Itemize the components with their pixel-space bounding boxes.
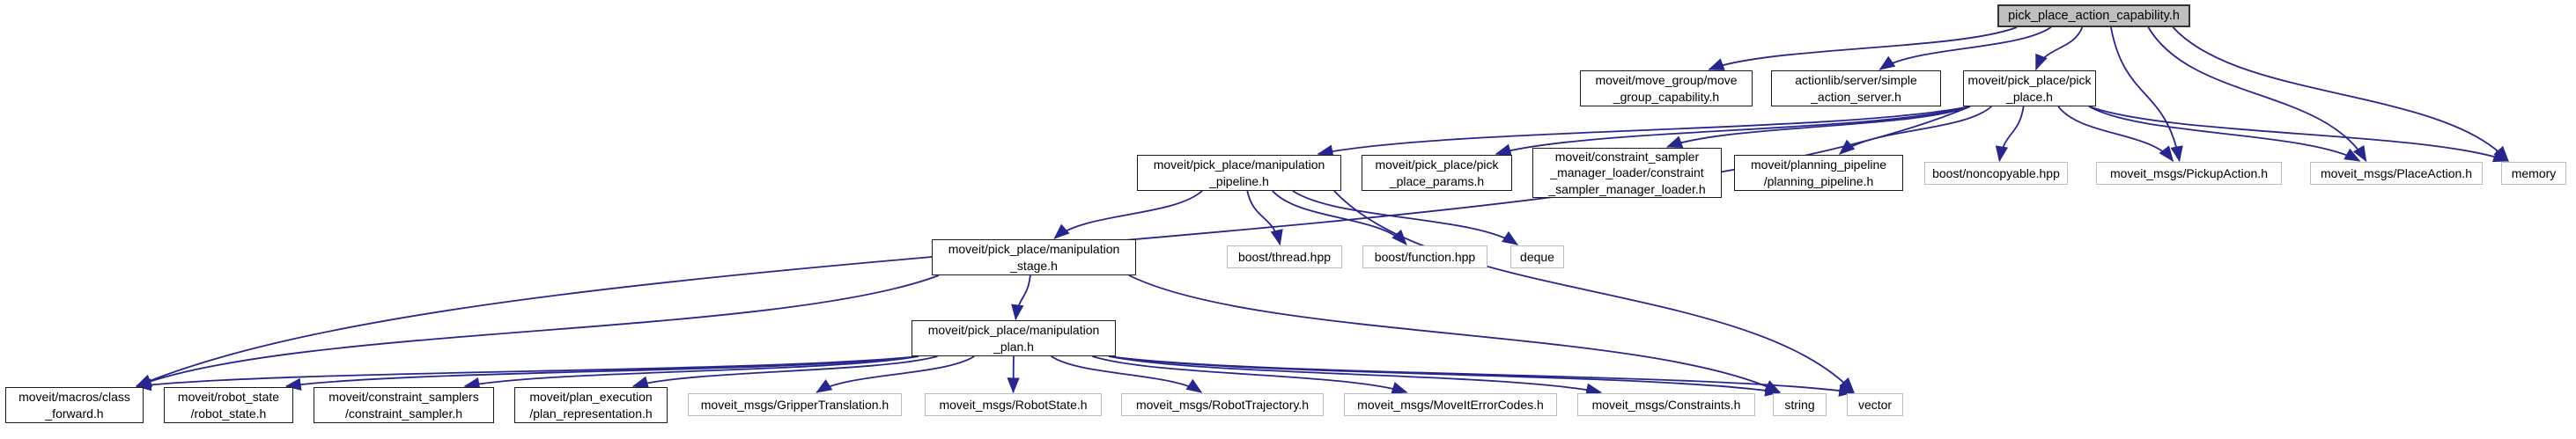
node-constraints: moveit_msgs/Constraints.h	[1577, 393, 1755, 416]
node-vector: vector	[1847, 393, 1903, 416]
edge-manipulation_stage-class_forward	[135, 274, 940, 387]
edge-manipulation_pipeline-vector	[1333, 190, 1855, 393]
edge-pick_place_action_capability-pick_place	[2034, 26, 2084, 71]
edge-manipulation_pipeline-deque	[1292, 190, 1519, 245]
node-boost_function: boost/function.hpp	[1362, 245, 1487, 268]
edge-manipulation_plan-string	[1108, 355, 1782, 397]
node-manipulation_pipeline[interactable]: moveit/pick_place/manipulation _pipeline…	[1137, 155, 1341, 191]
node-constraint_sampler[interactable]: moveit/constraint_samplers /constraint_s…	[314, 387, 494, 423]
node-planning_pipeline[interactable]: moveit/planning_pipeline /planning_pipel…	[1734, 155, 1903, 191]
node-manipulation_stage[interactable]: moveit/pick_place/manipulation _stage.h	[932, 239, 1136, 275]
edge-manipulation_plan-class_forward	[135, 355, 919, 391]
edge-manipulation_plan-moveit_error_codes	[1092, 355, 1408, 394]
edge-pick_place_action_capability-simple_action_server	[1878, 26, 2052, 70]
node-boost_thread: boost/thread.hpp	[1227, 245, 1342, 268]
edge-pick_place-place_action	[2088, 106, 2361, 162]
edge-manipulation_plan-constraints	[1108, 355, 1603, 396]
node-pick_place_action_capability: pick_place_action_capability.h	[1997, 4, 2190, 27]
node-place_action: moveit_msgs/PlaceAction.h	[2310, 162, 2483, 185]
edge-pick_place_action_capability-pickup_action	[2110, 26, 2183, 163]
node-manipulation_plan[interactable]: moveit/pick_place/manipulation _plan.h	[912, 320, 1116, 356]
edge-pick_place-memory	[2088, 106, 2510, 163]
edge-manipulation_pipeline-boost_thread	[1246, 190, 1283, 246]
edge-pick_place-pick_place_params	[1495, 106, 1971, 157]
node-pickup_action: moveit_msgs/PickupAction.h	[2096, 162, 2282, 185]
node-robot_state_msg: moveit_msgs/RobotState.h	[925, 393, 1102, 416]
edge-manipulation_plan-vector	[1108, 355, 1856, 397]
edge-pick_place_action_capability-memory	[2172, 26, 2509, 162]
node-moveit_error_codes: moveit_msgs/MoveItErrorCodes.h	[1344, 393, 1557, 416]
node-constraint_sampler_manager_loader[interactable]: moveit/constraint_sampler _manager_loade…	[1532, 148, 1722, 198]
node-plan_representation[interactable]: moveit/plan_execution /plan_representati…	[514, 387, 668, 423]
node-robot_state[interactable]: moveit/robot_state /robot_state.h	[164, 387, 293, 423]
node-class_forward[interactable]: moveit/macros/class _forward.h	[5, 387, 144, 423]
node-noncopyable: boost/noncopyable.hpp	[1924, 162, 2068, 185]
edge-manipulation_plan-constraint_sampler	[463, 355, 919, 391]
edge-manipulation_plan-gripper_translation	[816, 355, 975, 393]
edge-pick_place-noncopyable	[1995, 106, 2025, 163]
node-robot_trajectory: moveit_msgs/RobotTrajectory.h	[1121, 393, 1324, 416]
edge-manipulation_stage-manipulation_plan	[1011, 274, 1031, 321]
edge-manipulation_pipeline-manipulation_stage	[1053, 190, 1203, 239]
edge-manipulation_plan-plan_representation	[631, 355, 938, 389]
edge-pick_place-manipulation_pipeline	[1317, 106, 1971, 157]
node-pick_place[interactable]: moveit/pick_place/pick _place.h	[1963, 70, 2096, 106]
node-memory: memory	[2501, 162, 2566, 185]
node-simple_action_server[interactable]: actionlib/server/simple _action_server.h	[1771, 70, 1941, 106]
node-move_group_capability[interactable]: moveit/move_group/move _group_capability…	[1580, 70, 1753, 106]
node-gripper_translation: moveit_msgs/GripperTranslation.h	[688, 393, 902, 416]
edge-manipulation_plan-robot_trajectory	[1051, 355, 1203, 393]
node-deque: deque	[1510, 245, 1564, 268]
edge-pick_place_action_capability-place_action	[2147, 26, 2367, 163]
edge-pick_place-planning_pipeline	[1838, 106, 1992, 155]
edge-pick_place_action_capability-move_group_capability	[1708, 26, 2018, 70]
edge-manipulation_stage-string	[1128, 274, 1782, 393]
edge-manipulation_plan-robot_state	[284, 355, 919, 391]
node-string: string	[1773, 393, 1827, 416]
node-pick_place_params[interactable]: moveit/pick_place/pick _place_params.h	[1362, 155, 1512, 191]
edge-manipulation_pipeline-boost_function	[1272, 190, 1407, 245]
edge-pick_place-pickup_action	[2057, 106, 2174, 162]
edge-pick_place-constraint_sampler_manager_loader	[1666, 106, 1971, 148]
